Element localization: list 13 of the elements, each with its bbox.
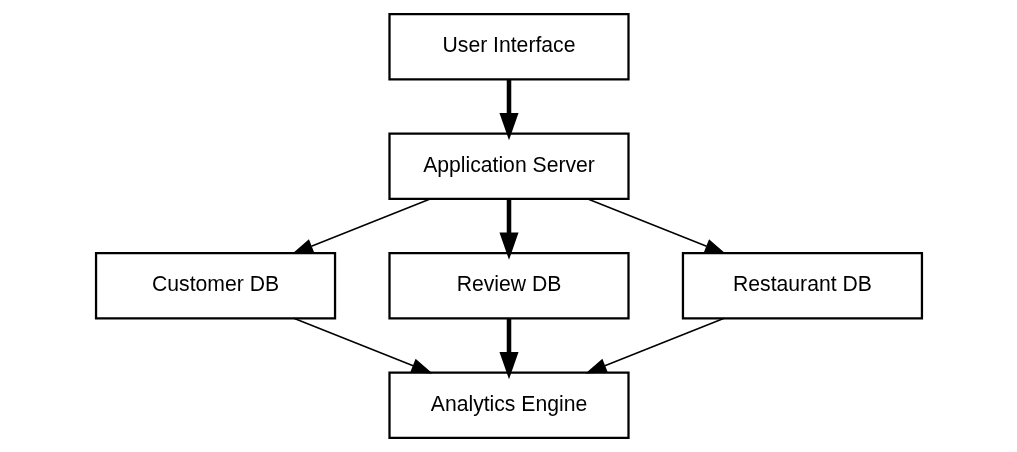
node-box: Analytics Engine (387, 371, 630, 439)
node-box: User Interface (387, 13, 630, 81)
node-box: Review DB (387, 252, 630, 320)
arrow (586, 198, 726, 254)
node-box: Customer DB (94, 252, 336, 320)
arrow (291, 198, 431, 254)
arrow (498, 198, 519, 260)
node-box: Restaurant DB (681, 252, 923, 320)
arrow (292, 317, 433, 374)
arrow (498, 79, 519, 141)
arrow (584, 317, 725, 374)
node-box: Application Server (387, 132, 630, 200)
arrow (498, 318, 519, 380)
